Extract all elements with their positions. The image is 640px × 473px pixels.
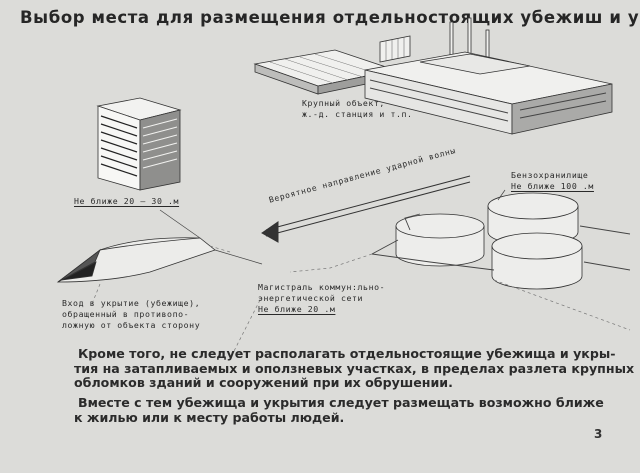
pipelines-drawing	[371, 213, 631, 271]
entrance-label: Вход в укрытие (убежище), обращенный в п…	[62, 298, 201, 330]
leader-lines	[159, 189, 506, 265]
apartment-building-drawing	[96, 97, 182, 191]
page-number: 3	[594, 427, 603, 441]
building-distance-label: Не ближе 20 – 30 .м	[74, 196, 180, 206]
dashed-edges	[91, 245, 631, 356]
paragraph-1: Кроме того, не следует располагать отдел…	[74, 346, 635, 391]
paragraph-2: Вместе с тем убежища и укрытия следует р…	[74, 395, 604, 425]
shockwave-arrow	[261, 175, 471, 243]
large-object-label: Крупный объект, ж.-д. станция и т.п.	[302, 98, 413, 119]
fuel-tanks-drawing	[395, 192, 583, 290]
industrial-complex-drawing	[253, 17, 613, 135]
fuel-storage-label: Бензохранилище Не ближе 100 .м	[511, 170, 594, 191]
shelter-drawing	[56, 237, 216, 283]
slide-title: Выбор места для размещения отдельностоящ…	[20, 8, 640, 27]
utility-line-label: Магистраль коммун:льно- энергетической с…	[258, 282, 386, 314]
